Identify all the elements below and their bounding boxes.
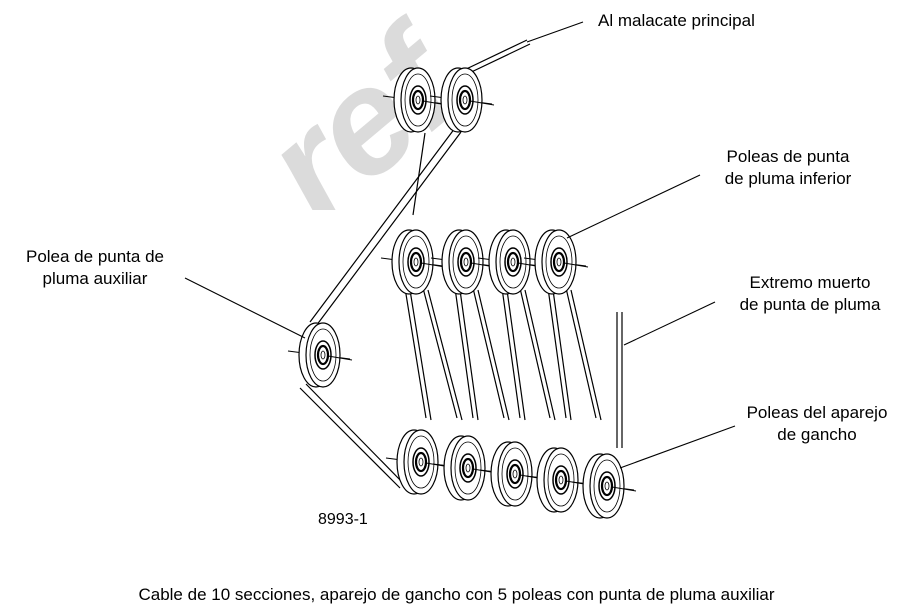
boom-tip-sheave-lower-3 xyxy=(477,229,543,295)
rope-segment-up-3 xyxy=(565,287,602,421)
auxiliary-boom-tip-sheave xyxy=(287,322,353,388)
figure-number: 8993-1 xyxy=(318,511,368,528)
rope-upper-left xyxy=(412,132,426,216)
label-aux-sheave-line2: pluma auxiliar xyxy=(42,269,148,288)
label-aux-sheave-line1: Polea de punta de xyxy=(25,247,164,266)
label-dead-end: Extremo muerto de punta de pluma xyxy=(712,272,908,316)
hook-block-sheave-1 xyxy=(385,429,451,495)
hook-block-sheave-5 xyxy=(571,453,637,519)
label-aux-sheave: Polea de punta de pluma auxiliar xyxy=(0,246,190,290)
rope-aux-to-hook xyxy=(299,383,405,489)
rope-upper-to-aux xyxy=(309,127,462,327)
boom-tip-sheave-lower-4 xyxy=(523,229,589,295)
label-hook-sheaves-line2: de gancho xyxy=(777,425,857,444)
leader-hook-sheaves xyxy=(619,425,736,469)
boom-tip-sheave-lower-2 xyxy=(430,229,496,295)
rope-segment-up-2 xyxy=(519,287,556,421)
boom-tip-sheave-upper-2 xyxy=(429,67,495,133)
rope-segment-down-3 xyxy=(547,287,572,421)
label-upper-sheaves: Poleas de punta de pluma inferior xyxy=(698,146,878,190)
label-main-winch-text: Al malacate principal xyxy=(598,11,755,30)
rope-segment-up-0 xyxy=(422,287,463,421)
label-main-winch: Al malacate principal xyxy=(598,10,755,32)
label-upper-sheaves-line1: Poleas de punta xyxy=(726,147,850,166)
leader-dead-end xyxy=(623,301,716,346)
label-dead-end-line1: Extremo muerto xyxy=(749,273,871,292)
boom-tip-sheave-upper-1 xyxy=(382,67,448,133)
leader-lines xyxy=(184,21,736,469)
label-hook-sheaves-line1: Poleas del aparejo xyxy=(746,403,888,422)
label-hook-sheaves: Poleas del aparejo de gancho xyxy=(727,402,907,446)
wire-rope xyxy=(299,39,623,489)
rope-to-main-winch xyxy=(459,39,531,77)
figure-caption: Cable de 10 secciones, aparejo de gancho… xyxy=(138,585,775,604)
rope-segment-up-1 xyxy=(472,287,510,421)
rope-dead-end xyxy=(616,312,623,448)
sheaves xyxy=(287,67,637,519)
rope-segment-down-1 xyxy=(454,287,479,421)
label-dead-end-line2: de punta de pluma xyxy=(739,295,881,314)
hook-block-sheave-2 xyxy=(432,435,498,501)
leader-main-winch xyxy=(526,21,584,43)
rope-segment-down-2 xyxy=(501,287,526,421)
hook-block-sheave-3 xyxy=(479,441,545,507)
label-upper-sheaves-line2: de pluma inferior xyxy=(724,169,852,188)
boom-tip-sheave-lower-1 xyxy=(380,229,446,295)
leader-upper-sheaves xyxy=(566,174,701,239)
rope-segment-down-0 xyxy=(404,287,432,421)
leader-aux-sheave xyxy=(184,277,306,339)
hook-block-sheave-4 xyxy=(525,447,591,513)
